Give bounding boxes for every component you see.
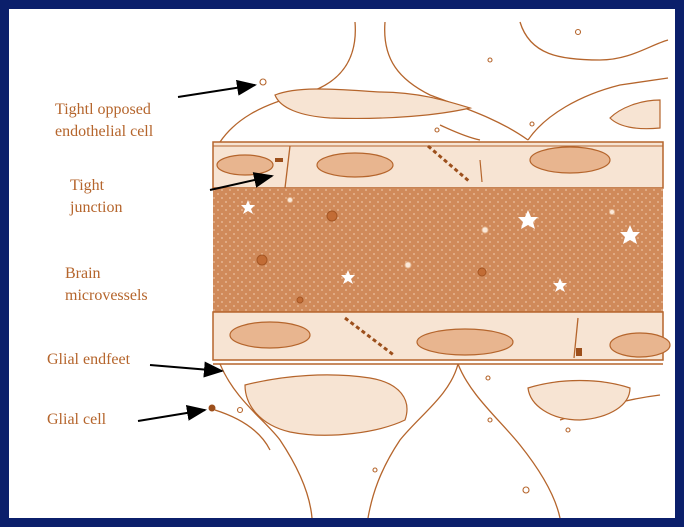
upper-glial-tissue [220, 22, 668, 142]
label-opposed-cell-line1: Tightl opposed [55, 100, 151, 120]
nucleus-lower-2 [417, 329, 513, 355]
nucleus-upper-2 [317, 153, 393, 177]
glial-cell-marker [209, 405, 216, 412]
nucleus-upper-3 [530, 147, 610, 173]
upper-glial-cell-body [275, 89, 470, 118]
nucleus-upper-1 [217, 155, 273, 175]
nucleus-lower-3 [610, 333, 670, 357]
label-tight-junction-line1: Tight [70, 176, 104, 196]
lower-glial-cell-body [245, 375, 407, 435]
label-brain-line2: microvessels [65, 286, 148, 306]
label-glial-cell: Glial cell [47, 410, 106, 430]
label-glial-endfeet: Glial endfeet [47, 350, 130, 370]
label-brain-line1: Brain [65, 264, 101, 284]
lower-right-glial-cell [528, 381, 630, 421]
upper-right-glial-cell [610, 100, 660, 129]
nucleus-lower-1 [230, 322, 310, 348]
label-tight-junction-line2: junction [70, 198, 122, 218]
label-opposed-cell-line2: endothelial cell [55, 122, 153, 142]
